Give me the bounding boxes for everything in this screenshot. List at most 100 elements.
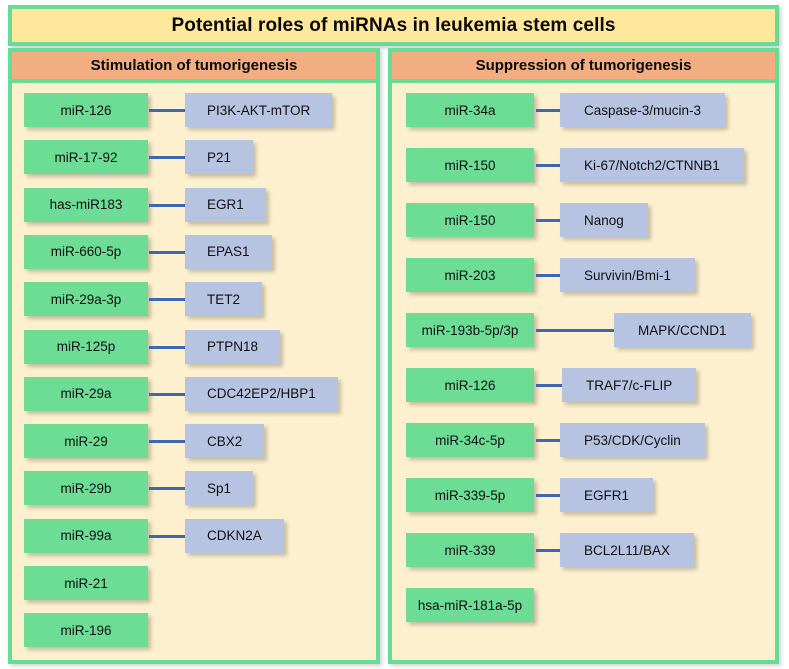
relation-row: miR-339 BCL2L11/BAX [392, 533, 775, 569]
mirna-node[interactable]: miR-203 [406, 258, 534, 292]
target-node[interactable]: Caspase-3/mucin-3 [560, 93, 726, 127]
mirna-node[interactable]: miR-34c-5p [406, 423, 534, 457]
mirna-node[interactable]: has-miR183 [24, 187, 148, 222]
relation-row: miR-193b-5p/3p MAPK/CCND1 [392, 313, 775, 349]
target-node[interactable]: EGFR1 [560, 478, 654, 512]
relation-row: has-miR183 EGR1 [12, 187, 376, 224]
rows-suppression: miR-34a Caspase-3/mucin-3 miR-150 Ki-67/Not… [392, 83, 775, 660]
target-node[interactable]: TET2 [185, 282, 263, 317]
target-node[interactable]: TRAF7/c-FLIP [562, 368, 697, 402]
mirna-node[interactable]: miR-126 [406, 368, 534, 402]
relation-row: miR-21 [12, 566, 376, 602]
target-node[interactable]: EPAS1 [185, 234, 272, 269]
relation-row: miR-34a Caspase-3/mucin-3 [392, 93, 775, 129]
page-title: Potential roles of miRNAs in leukemia st… [171, 14, 616, 36]
inhibition-connector-icon [149, 480, 189, 498]
connector-stem [149, 487, 189, 491]
mirna-node[interactable]: miR-660-5p [24, 234, 148, 269]
target-node[interactable]: MAPK/CCND1 [614, 313, 751, 347]
inhibition-connector-icon [149, 385, 189, 403]
connector-stem [536, 439, 578, 442]
connector-stem [536, 384, 580, 387]
connector-stem [149, 534, 189, 538]
mirna-node[interactable]: miR-34a [406, 93, 534, 127]
relation-row: miR-17-92 P21 [12, 140, 376, 176]
inhibition-connector-icon [149, 338, 189, 356]
relation-row: miR-150 Ki-67/Notch2/CTNNB1 [392, 148, 775, 184]
relation-row: miR-125p PTPN18 [12, 329, 376, 366]
panel-stimulation: Stimulation of tumorigenesis miR-126 PI3K… [8, 48, 380, 664]
mirna-node[interactable]: miR-29b [24, 471, 148, 506]
panel-suppression: Suppression of tumorigenesis miR-34a Casp… [388, 48, 779, 664]
mirna-node[interactable]: miR-125p [24, 329, 148, 364]
connector-stem [536, 164, 578, 167]
connector-stem [149, 298, 189, 302]
target-node[interactable]: PI3K-AKT-mTOR [185, 93, 333, 127]
inhibition-connector-icon [149, 102, 189, 119]
connector-stem [149, 109, 189, 112]
relation-row: miR-196 [12, 613, 376, 649]
connector-stem [149, 392, 189, 396]
connector-stem [536, 494, 578, 497]
panel-header-label: Suppression of tumorigenesis [475, 57, 692, 74]
mirna-node[interactable]: miR-99a [24, 518, 148, 553]
mirna-node[interactable]: miR-21 [24, 566, 148, 600]
connector-stem [149, 345, 189, 349]
mirna-node[interactable]: miR-339-5p [406, 478, 534, 512]
relation-row: miR-203 Survivin/Bmi-1 [392, 258, 775, 294]
target-node[interactable]: Nanog [560, 203, 648, 237]
target-node[interactable]: Sp1 [185, 471, 254, 506]
target-node[interactable]: EGR1 [185, 187, 266, 222]
target-node[interactable]: CDKN2A [185, 518, 284, 553]
relation-row: miR-126 PI3K-AKT-mTOR [12, 93, 376, 129]
connector-stem [149, 250, 189, 254]
inhibition-connector-icon [149, 291, 189, 309]
mirna-node[interactable]: miR-29 [24, 424, 148, 459]
connector-stem [149, 203, 189, 207]
inhibition-connector-icon [149, 196, 189, 214]
relation-row: miR-29a CDC42EP2/HBP1 [12, 376, 376, 413]
relation-row: miR-29a-3p TET2 [12, 282, 376, 318]
mirna-node[interactable]: miR-17-92 [24, 140, 148, 175]
target-node[interactable]: Ki-67/Notch2/CTNNB1 [560, 148, 744, 182]
target-node[interactable]: Survivin/Bmi-1 [560, 258, 696, 292]
target-node[interactable]: P53/CDK/Cyclin [560, 423, 705, 457]
target-node[interactable]: CDC42EP2/HBP1 [185, 376, 338, 411]
inhibition-connector-icon [149, 243, 189, 261]
connector-stem [536, 549, 578, 552]
relation-row: miR-34c-5p P53/CDK/Cyclin [392, 423, 775, 459]
target-node[interactable]: CBX2 [185, 424, 265, 459]
mirna-node[interactable]: miR-150 [406, 203, 534, 237]
figure-title-bar: Potential roles of miRNAs in leukemia st… [8, 5, 779, 46]
connector-stem [536, 109, 578, 112]
target-node[interactable]: P21 [185, 140, 254, 175]
relation-row: miR-339-5p EGFR1 [392, 478, 775, 514]
inhibition-connector-icon [149, 149, 189, 167]
target-node[interactable]: PTPN18 [185, 329, 281, 364]
mirna-node[interactable]: miR-339 [406, 533, 534, 567]
mirna-node[interactable]: hsa-miR-181a-5p [406, 588, 534, 622]
mirna-node[interactable]: miR-150 [406, 148, 534, 182]
relation-row: miR-150 Nanog [392, 203, 775, 239]
connector-stem [536, 274, 578, 277]
target-node[interactable]: BCL2L11/BAX [560, 533, 695, 567]
rows-stimulation: miR-126 PI3K-AKT-mTOR miR-17-92 P21 has-miR1… [12, 83, 376, 660]
relation-row: hsa-miR-181a-5p [392, 588, 775, 624]
mirna-node[interactable]: miR-126 [24, 93, 148, 127]
connector-stem [149, 440, 189, 444]
relation-row: miR-660-5p EPAS1 [12, 234, 376, 271]
relation-row: miR-29 CBX2 [12, 424, 376, 460]
mirna-node[interactable]: miR-193b-5p/3p [406, 313, 534, 347]
panel-header-stimulation: Stimulation of tumorigenesis [12, 52, 376, 83]
mirna-node[interactable]: miR-196 [24, 613, 148, 648]
connector-stem [536, 329, 632, 332]
relation-row: miR-126 TRAF7/c-FLIP [392, 368, 775, 404]
inhibition-connector-icon [149, 527, 189, 545]
connector-stem [536, 219, 578, 222]
inhibition-connector-icon [149, 433, 189, 451]
mirna-node[interactable]: miR-29a-3p [24, 282, 148, 317]
relation-row: miR-29b Sp1 [12, 471, 376, 507]
relation-row: miR-99a CDKN2A [12, 518, 376, 555]
mirna-node[interactable]: miR-29a [24, 376, 148, 411]
